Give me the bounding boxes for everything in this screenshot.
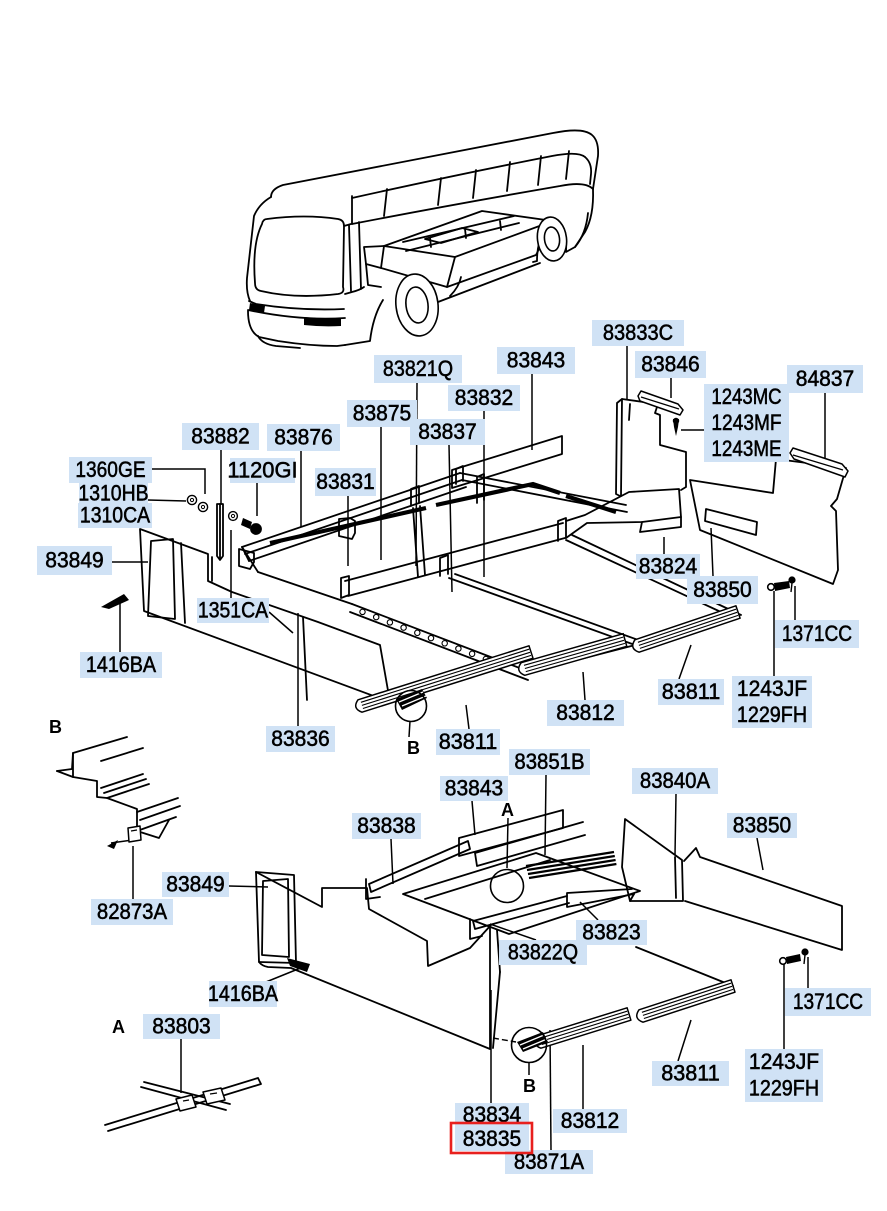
svg-text:83849: 83849 [166, 872, 225, 897]
svg-text:1229FH: 1229FH [737, 702, 807, 727]
svg-text:1229FH: 1229FH [749, 1076, 819, 1101]
svg-text:1243ME: 1243ME [711, 436, 781, 461]
svg-text:83811: 83811 [661, 1061, 720, 1086]
svg-text:83876: 83876 [274, 425, 333, 450]
svg-text:83822Q: 83822Q [508, 940, 578, 965]
svg-text:83840A: 83840A [640, 768, 710, 793]
svg-text:84837: 84837 [796, 366, 855, 391]
svg-text:83849: 83849 [45, 548, 104, 573]
svg-text:A: A [112, 1017, 125, 1037]
svg-text:B: B [49, 717, 62, 737]
svg-text:1310CA: 1310CA [80, 503, 150, 528]
svg-text:83838: 83838 [357, 813, 416, 838]
svg-text:1243JF: 1243JF [749, 1049, 819, 1074]
svg-text:83812: 83812 [556, 700, 615, 725]
svg-text:83823: 83823 [582, 920, 641, 945]
svg-text:83831: 83831 [316, 469, 375, 494]
svg-text:83832: 83832 [455, 385, 514, 410]
svg-text:83824: 83824 [639, 554, 698, 579]
svg-text:83833C: 83833C [603, 320, 673, 345]
svg-text:83843: 83843 [445, 776, 504, 801]
svg-text:1351CA: 1351CA [198, 598, 268, 623]
svg-text:83882: 83882 [191, 424, 250, 449]
svg-text:83836: 83836 [271, 726, 330, 751]
svg-text:1243MF: 1243MF [711, 410, 781, 435]
svg-text:B: B [407, 738, 420, 758]
svg-text:1243JF: 1243JF [737, 676, 807, 701]
svg-text:83843: 83843 [507, 348, 566, 373]
svg-text:1243MC: 1243MC [711, 384, 781, 409]
svg-text:82873A: 82873A [97, 899, 167, 924]
svg-text:1416BA: 1416BA [86, 652, 156, 677]
svg-text:83850: 83850 [693, 577, 752, 602]
svg-text:83803: 83803 [152, 1014, 211, 1039]
svg-text:1120GI: 1120GI [227, 458, 297, 483]
svg-text:83875: 83875 [353, 401, 412, 426]
svg-text:83812: 83812 [561, 1108, 620, 1133]
svg-text:A: A [501, 800, 514, 820]
svg-text:B: B [523, 1076, 536, 1096]
svg-text:83821Q: 83821Q [383, 356, 453, 381]
svg-text:1310HB: 1310HB [78, 481, 148, 506]
svg-text:1371CC: 1371CC [793, 989, 863, 1014]
svg-text:83851B: 83851B [514, 749, 584, 774]
svg-text:83835: 83835 [463, 1126, 522, 1151]
svg-text:83811: 83811 [662, 679, 721, 704]
svg-text:83837: 83837 [418, 419, 477, 444]
svg-text:1371CC: 1371CC [782, 621, 852, 646]
svg-text:1416BA: 1416BA [208, 981, 278, 1006]
svg-text:83850: 83850 [733, 813, 792, 838]
svg-text:83846: 83846 [641, 352, 700, 377]
svg-text:1360GE: 1360GE [75, 457, 145, 482]
svg-text:83811: 83811 [439, 729, 498, 754]
